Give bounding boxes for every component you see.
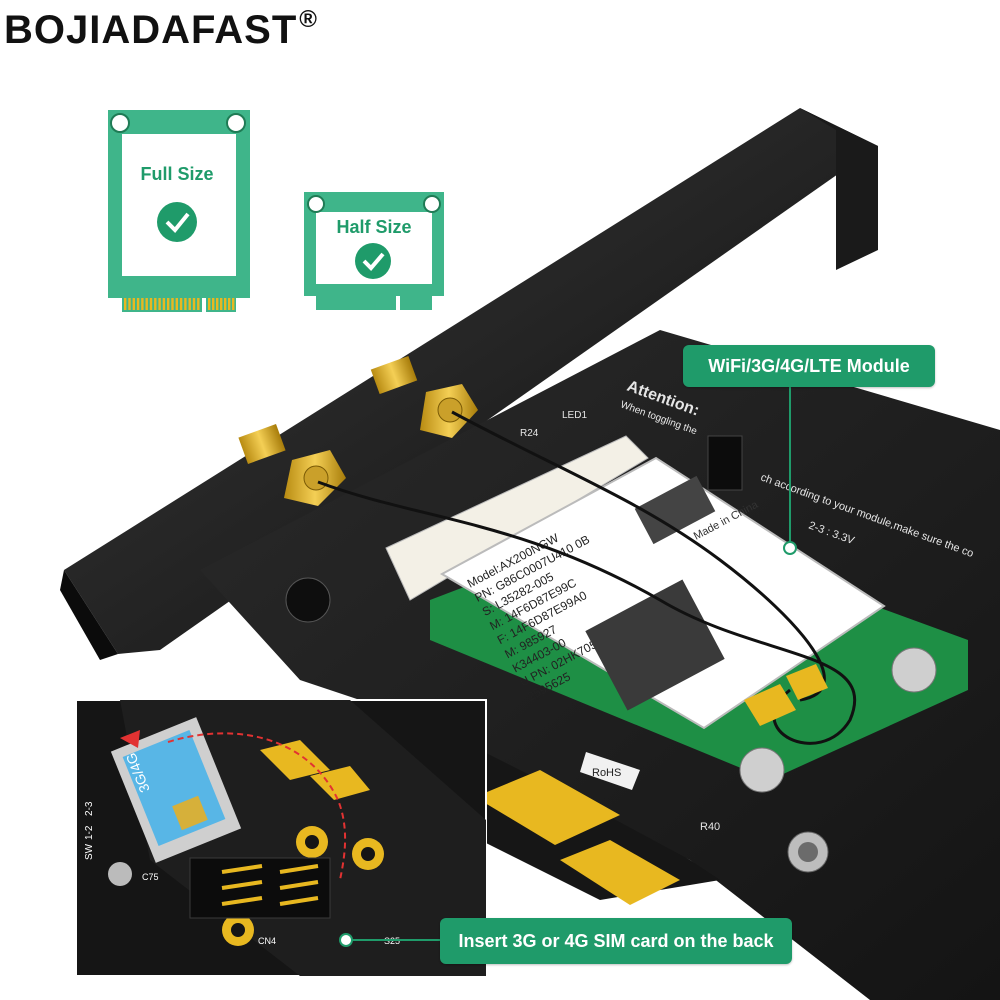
check-icon — [355, 243, 391, 279]
screws — [285, 577, 937, 873]
full-size-label: Full Size — [140, 164, 213, 184]
pcie-gold-fingers — [475, 770, 680, 905]
registered-mark: ® — [299, 6, 318, 33]
c75-label: C75 — [142, 872, 159, 882]
half-size-label: Half Size — [336, 217, 411, 237]
svg-text:SW: SW — [84, 843, 95, 860]
antenna-connector-left — [238, 424, 346, 506]
module-callout: WiFi/3G/4G/LTE Module — [683, 345, 935, 387]
antenna-connector-right — [370, 355, 478, 438]
cn4-label: CN4 — [258, 936, 276, 946]
brand-logo: BOJIADAFAST® — [4, 6, 318, 53]
callout-pointers — [339, 386, 797, 947]
svg-text:2-3: 2-3 — [84, 801, 95, 816]
antenna-cables — [317, 410, 857, 745]
wifi-module-card: Model:AX200NGW PN: G86C0007U410 0B S: L3… — [439, 456, 886, 730]
led-label: LED1 — [562, 410, 587, 421]
r24-label: R24 — [520, 428, 539, 439]
rohs-mark: RoHS — [580, 752, 640, 790]
half-size-card: Half Size — [304, 192, 444, 310]
svg-text:RoHS: RoHS — [592, 767, 621, 779]
insert-arrow — [167, 732, 347, 881]
svg-text:1-2: 1-2 — [84, 825, 95, 840]
ufl-connectors — [744, 664, 828, 726]
r40-label: R40 — [700, 821, 720, 833]
qr-code-large — [585, 579, 725, 711]
jumper-switch — [707, 435, 743, 491]
qr-code-small — [634, 475, 716, 545]
switch-labels: SW 1-2 2-3 — [84, 801, 95, 860]
check-icon — [157, 202, 197, 242]
pcie-bracket — [60, 108, 878, 660]
brand-name: BOJIADAFAST — [4, 8, 298, 52]
sim-callout: Insert 3G or 4G SIM card on the back — [440, 918, 792, 964]
inset-back-view: 3G/4G C75 CN4 S25 SW 1-2 2-3 — [75, 699, 487, 977]
full-size-card: Full Size — [108, 110, 250, 312]
